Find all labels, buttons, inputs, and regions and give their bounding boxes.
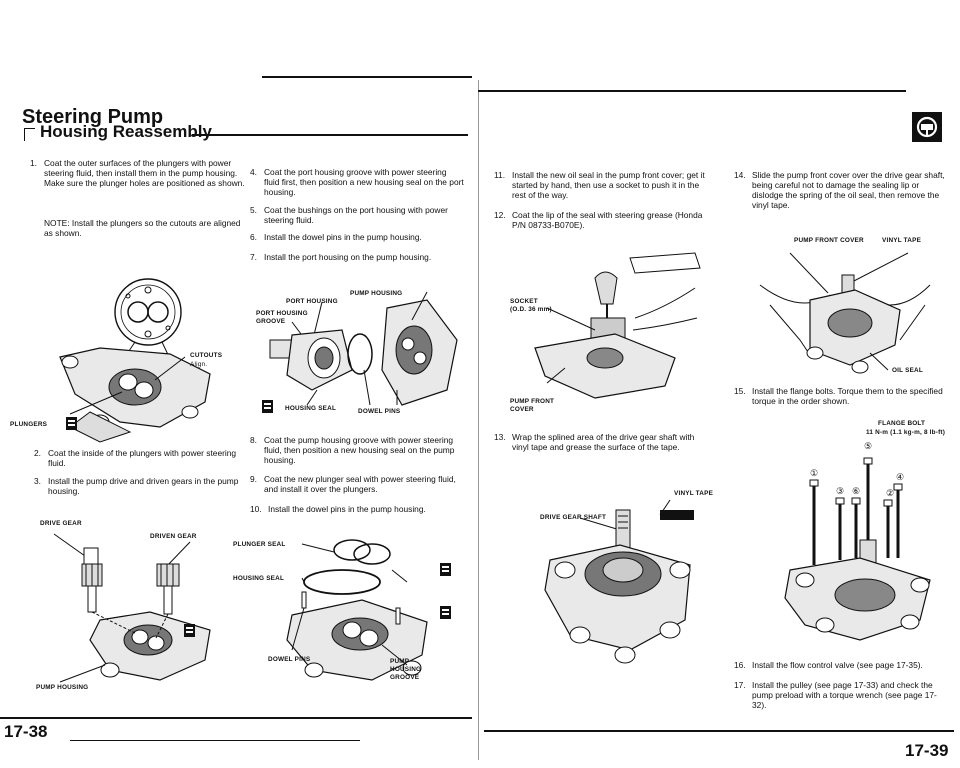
- step-14: 14.Slide the pump front cover over the d…: [734, 170, 945, 210]
- step-1-note: NOTE: Install the plungers so the cutout…: [44, 218, 241, 238]
- oil-seal-label: OIL SEAL: [892, 367, 923, 374]
- section-title: Steering Pump: [22, 106, 164, 128]
- fluid-icon: [184, 624, 195, 637]
- footer-rule: [484, 730, 954, 732]
- pump-housing-label: PUMP HOUSING: [350, 290, 403, 297]
- footer-rule: [0, 717, 472, 719]
- step-11: 11.Install the new oil seal in the pump …: [494, 170, 705, 200]
- header-rule: [478, 90, 906, 92]
- housing-seal-label: HOUSING SEAL: [233, 575, 285, 582]
- drive-gear-shaft-figure: [544, 499, 694, 664]
- housing-seal-label: HOUSING SEAL: [285, 405, 337, 412]
- gears-figure: [53, 533, 211, 683]
- subsection-rule: [192, 134, 468, 136]
- seals-figure: [286, 539, 428, 681]
- driven-gear-label: DRIVEN GEAR: [150, 533, 197, 540]
- pump-housing-groove-label: PUMP HOUSING GROOVE: [390, 658, 422, 681]
- steering-wheel-icon: [916, 116, 938, 138]
- socket-figure: [534, 252, 701, 399]
- flange-bolts-figure: [784, 457, 931, 641]
- pump-front-cover-label: PUMP FRONT COVER: [510, 398, 555, 413]
- plungers-label: PLUNGERS: [10, 421, 48, 428]
- dowel-pins-label: DOWEL PINS: [358, 408, 401, 415]
- bolt-4-marker: ④: [896, 472, 905, 482]
- step-6: 6.Install the dowel pins in the pump hou…: [250, 232, 422, 242]
- port-housing-label: PORT HOUSING: [286, 298, 338, 305]
- port-housing-figure: [269, 291, 458, 406]
- step-15: 15.Install the flange bolts. Torque them…: [734, 386, 943, 406]
- align-label: Align.: [190, 361, 208, 368]
- footer-rule-lower: [70, 740, 360, 741]
- step-1: 1.Coat the outer surfaces of the plunger…: [30, 158, 245, 188]
- step-7: 7.Install the port housing on the pump h…: [250, 252, 432, 262]
- vinyl-tape-label: VINYL TAPE: [882, 237, 922, 244]
- step-16: 16.Install the flow control valve (see p…: [734, 660, 923, 670]
- bolt-3-marker: ③: [836, 486, 845, 496]
- step-5: 5.Coat the bushings on the port housing …: [250, 205, 448, 225]
- socket-size-label: (O.D. 36 mm): [510, 306, 552, 313]
- plungers-figure: [59, 278, 211, 443]
- page-number: 17-38: [4, 722, 48, 741]
- dowel-pins-label: DOWEL PINS: [268, 656, 311, 663]
- step-4: 4.Coat the port housing groove with powe…: [250, 167, 464, 197]
- fluid-icon: [440, 563, 451, 576]
- page-gutter: [478, 80, 479, 760]
- step-13: 13.Wrap the splined area of the drive ge…: [494, 432, 695, 452]
- pump-housing-label: PUMP HOUSING: [36, 684, 89, 691]
- pump-front-cover-label: PUMP FRONT COVER: [794, 237, 864, 244]
- step-3: 3.Install the pump drive and driven gear…: [34, 476, 239, 496]
- bolt-2-marker: ②: [886, 488, 895, 498]
- port-housing-groove-label: PORT HOUSING GROOVE: [256, 310, 308, 325]
- torque-spec-label: 11 N-m (1.1 kg-m, 8 lb-ft): [866, 429, 946, 436]
- subsection-title: Housing Reassembly: [40, 122, 212, 141]
- fluid-icon: [440, 606, 451, 619]
- bolt-5-marker: ⑤: [864, 441, 873, 451]
- step-10: 10.Install the dowel pins in the pump ho…: [250, 504, 426, 514]
- step-2: 2.Coat the inside of the plungers with p…: [34, 448, 237, 468]
- bolt-6-marker: ⑥: [852, 486, 861, 496]
- step-9: 9.Coat the new plunger seal with power s…: [250, 474, 456, 494]
- socket-label: SOCKET: [510, 298, 538, 305]
- drive-gear-label: DRIVE GEAR: [40, 520, 82, 527]
- front-cover-figure: [759, 252, 931, 374]
- bolt-1-marker: ①: [810, 468, 819, 478]
- fluid-icon: [262, 400, 273, 413]
- flange-bolt-label: FLANGE BOLT: [878, 420, 926, 427]
- fluid-icon: [66, 417, 77, 430]
- page-number: 17-39: [905, 741, 949, 760]
- subsection-bracket: [24, 128, 35, 141]
- step-12: 12.Coat the lip of the seal with steerin…: [494, 210, 703, 230]
- header-rule: [262, 76, 472, 78]
- step-8: 8.Coat the pump housing groove with powe…: [250, 435, 455, 465]
- plunger-seal-label: PLUNGER SEAL: [233, 541, 286, 548]
- drive-gear-shaft-label: DRIVE GEAR SHAFT: [540, 514, 607, 521]
- steering-icon: [912, 112, 942, 142]
- cutouts-label: CUTOUTS: [190, 352, 223, 359]
- step-17: 17.Install the pulley (see page 17-33) a…: [734, 680, 937, 710]
- vinyl-tape-label: VINYL TAPE: [674, 490, 714, 497]
